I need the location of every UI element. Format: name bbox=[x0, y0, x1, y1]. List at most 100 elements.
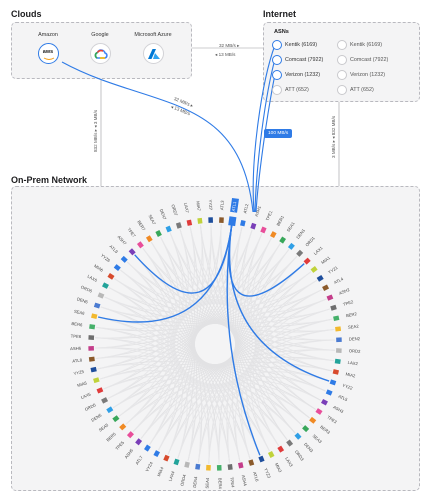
node-mark-yyz3[interactable] bbox=[258, 455, 265, 463]
node-label[interactable]: SEA3 bbox=[312, 433, 324, 444]
node-label[interactable]: YYZ1 bbox=[327, 265, 339, 275]
node-mark-lax4[interactable] bbox=[173, 458, 180, 466]
node-label[interactable]: SEA2 bbox=[348, 323, 360, 329]
node-mark-sea2[interactable] bbox=[335, 326, 342, 332]
node-label[interactable]: LAX7 bbox=[183, 202, 190, 214]
node-label[interactable]: ATL9 bbox=[108, 244, 119, 255]
node-mark-sea5[interactable] bbox=[112, 415, 120, 423]
node-label[interactable]: DEN6 bbox=[76, 296, 89, 304]
node-mark-ord6[interactable] bbox=[97, 292, 105, 299]
node-label[interactable]: DEN1 bbox=[295, 227, 306, 239]
node-mark-atl8[interactable] bbox=[88, 356, 95, 362]
node-label[interactable]: MIA5 bbox=[77, 380, 88, 388]
node-label[interactable]: BER7 bbox=[136, 219, 146, 231]
node-mark-tpe6[interactable] bbox=[88, 335, 95, 340]
node-mark-ord3[interactable] bbox=[286, 439, 294, 447]
node-label[interactable]: ASH3 bbox=[332, 404, 345, 414]
node-label[interactable]: LAX4 bbox=[168, 470, 176, 482]
node-label[interactable]: BER4 bbox=[217, 478, 222, 490]
node-label[interactable]: ASH6 bbox=[70, 346, 82, 351]
node-mark-atl4[interactable] bbox=[322, 284, 330, 291]
node-mark-ord1[interactable] bbox=[296, 249, 304, 257]
node-mark-sea1[interactable] bbox=[279, 236, 286, 244]
node-mark-tpe7[interactable] bbox=[136, 241, 144, 249]
node-mark-atl2[interactable] bbox=[240, 219, 246, 227]
node-mark-ash2[interactable] bbox=[326, 294, 334, 301]
node-mark-lax6[interactable] bbox=[101, 282, 109, 289]
node-mark-lax5[interactable] bbox=[96, 387, 104, 394]
node-mark-den1[interactable] bbox=[287, 242, 295, 250]
node-label[interactable]: ORD7 bbox=[170, 204, 178, 217]
node-label[interactable]: MIA4 bbox=[156, 466, 165, 478]
node-mark-ber4[interactable] bbox=[216, 465, 222, 471]
node-mark-yyz5[interactable] bbox=[90, 366, 97, 373]
node-label[interactable]: YYZ4 bbox=[145, 460, 155, 472]
node-mark-yyz7[interactable] bbox=[208, 217, 213, 223]
node-label[interactable]: ATL7 bbox=[134, 454, 144, 465]
node-mark-ber5[interactable] bbox=[119, 423, 127, 431]
node-mark-ash1[interactable] bbox=[250, 222, 257, 230]
node-label[interactable]: TPE5 bbox=[114, 440, 125, 452]
node-mark-yyz2[interactable] bbox=[329, 379, 337, 386]
node-mark-ash7[interactable] bbox=[128, 248, 136, 256]
node-mark-ash5[interactable] bbox=[135, 438, 143, 446]
node-label[interactable]: ASH7 bbox=[117, 234, 128, 246]
node-mark-ord2[interactable] bbox=[335, 348, 342, 353]
node-label[interactable]: SEA7 bbox=[147, 214, 157, 226]
node-label[interactable]: MIA3 bbox=[274, 462, 283, 474]
node-label[interactable]: YYZ3 bbox=[263, 467, 272, 479]
node-label[interactable]: SEA4 bbox=[204, 477, 210, 489]
node-mark-ber1[interactable] bbox=[270, 231, 277, 239]
node-label[interactable]: SEA5 bbox=[98, 422, 110, 433]
node-label[interactable]: YYZ6 bbox=[100, 253, 112, 264]
node-label[interactable]: LAX5 bbox=[80, 391, 92, 400]
node-label[interactable]: ORD2 bbox=[349, 348, 362, 354]
asn-comcast-right[interactable]: Comcast (7922) bbox=[337, 55, 388, 65]
node-mark-sea4[interactable] bbox=[206, 464, 211, 471]
node-label[interactable]: MIA7 bbox=[195, 201, 201, 212]
node-mark-tpe5[interactable] bbox=[126, 431, 134, 439]
node-mark-tpe1[interactable] bbox=[260, 226, 267, 234]
node-label[interactable]: ASH4 bbox=[241, 474, 248, 486]
node-label[interactable]: ORD4 bbox=[179, 473, 187, 486]
node-label[interactable]: YYZ2 bbox=[342, 383, 354, 391]
node-label[interactable]: ASH1 bbox=[254, 205, 262, 218]
node-label[interactable]: LAX2 bbox=[347, 360, 359, 366]
node-mark-ord4[interactable] bbox=[184, 461, 190, 468]
node-mark-atl6[interactable] bbox=[248, 459, 255, 466]
node-mark-yyz1[interactable] bbox=[316, 275, 324, 282]
node-label[interactable]: ORD6 bbox=[80, 284, 93, 293]
node-label[interactable]: ORD1 bbox=[304, 235, 316, 247]
asn-att-left[interactable]: ATT (652) bbox=[272, 85, 309, 95]
node-mark-mia2[interactable] bbox=[332, 369, 340, 375]
node-label[interactable]: ORD5 bbox=[84, 402, 97, 412]
node-mark-den2[interactable] bbox=[336, 337, 342, 343]
node-mark-ber6[interactable] bbox=[89, 324, 96, 330]
node-mark-atl7[interactable] bbox=[144, 444, 151, 452]
node-label[interactable]: ATL2 bbox=[242, 203, 249, 214]
cloud-amazon[interactable]: Amazon aws bbox=[28, 32, 68, 64]
node-mark-lax7[interactable] bbox=[186, 219, 193, 226]
node-mark-den4[interactable] bbox=[195, 463, 201, 470]
node-mark-ash6[interactable] bbox=[88, 346, 94, 351]
node-label[interactable]: TPE6 bbox=[71, 333, 82, 339]
node-mark-mia4[interactable] bbox=[163, 454, 170, 462]
node-mark-ber2[interactable] bbox=[333, 315, 340, 322]
node-label[interactable]: LAX1 bbox=[313, 245, 324, 256]
node-mark-tpe3[interactable] bbox=[315, 408, 323, 415]
node-mark-mia7[interactable] bbox=[197, 217, 203, 224]
node-mark-mia5[interactable] bbox=[93, 377, 100, 384]
asn-comcast-left[interactable]: Comcast (7922) bbox=[272, 55, 323, 65]
node-label[interactable]: TPE3 bbox=[326, 415, 338, 425]
node-label[interactable]: ASH2 bbox=[338, 287, 351, 296]
node-mark-atl1[interactable] bbox=[228, 216, 237, 227]
node-label[interactable]: DEN5 bbox=[90, 412, 103, 423]
node-mark-ash4[interactable] bbox=[237, 462, 244, 469]
node-label[interactable]: ATL6 bbox=[252, 471, 260, 482]
node-label[interactable]: SEA1 bbox=[286, 220, 296, 232]
node-mark-lax1[interactable] bbox=[303, 257, 311, 265]
node-mark-mia3[interactable] bbox=[267, 451, 275, 458]
node-label[interactable]: ATL8 bbox=[72, 357, 83, 363]
node-label[interactable]: DEN7 bbox=[159, 208, 168, 221]
node-mark-atl3[interactable] bbox=[219, 217, 224, 224]
